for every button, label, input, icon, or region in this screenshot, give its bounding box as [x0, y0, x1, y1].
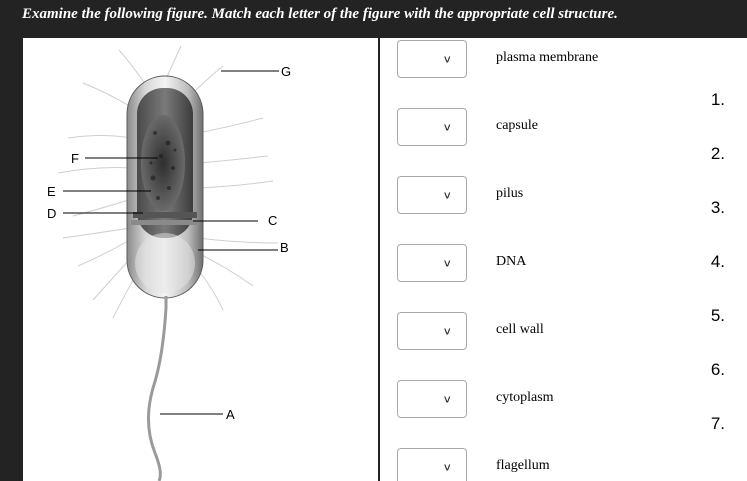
- term-label: cell wall: [496, 322, 544, 337]
- wall-band: [131, 220, 199, 225]
- item-number: 5.: [710, 306, 725, 325]
- item-number: 2.: [710, 144, 725, 163]
- label-G: G: [281, 64, 291, 79]
- term-label: pilus: [496, 186, 524, 201]
- answer-select[interactable]: ∨: [397, 176, 467, 214]
- match-row: ∨ flagellum: [380, 446, 680, 481]
- chevron-down-icon: ∨: [442, 53, 452, 66]
- bacterium-illustration: G F E D C B A: [47, 45, 291, 481]
- dna-shape: [141, 115, 185, 211]
- term-label: flagellum: [496, 458, 550, 473]
- match-row: ∨ pilus: [380, 174, 680, 242]
- chevron-down-icon: ∨: [442, 121, 452, 134]
- answer-select[interactable]: ∨: [397, 108, 467, 146]
- chevron-down-icon: ∨: [442, 189, 452, 202]
- label-E: E: [47, 184, 56, 199]
- instruction-text: Examine the following figure. Match each…: [22, 6, 618, 22]
- flagellum-shape: [146, 296, 168, 481]
- answer-select[interactable]: ∨: [397, 448, 467, 481]
- label-A: A: [226, 407, 235, 422]
- match-row: ∨ capsule: [380, 106, 680, 174]
- answer-select[interactable]: ∨: [397, 312, 467, 350]
- term-label: capsule: [496, 118, 538, 133]
- matching-panel: ∨ plasma membrane ∨ capsule ∨ pilus ∨ DN…: [380, 38, 747, 481]
- item-number: 6.: [710, 360, 725, 379]
- membrane-band: [133, 212, 197, 218]
- label-B: B: [280, 240, 289, 255]
- match-row: ∨ cytoplasm: [380, 378, 680, 446]
- chevron-down-icon: ∨: [442, 325, 452, 338]
- term-label: cytoplasm: [496, 390, 554, 405]
- answer-select[interactable]: ∨: [397, 40, 467, 78]
- item-number: 4.: [710, 252, 725, 271]
- label-D: D: [47, 206, 56, 221]
- term-label: plasma membrane: [496, 50, 599, 65]
- answer-select[interactable]: ∨: [397, 380, 467, 418]
- label-F: F: [71, 151, 79, 166]
- question-header: Examine the following figure. Match each…: [0, 0, 747, 38]
- match-row: ∨ DNA: [380, 242, 680, 310]
- leader-lines: [63, 70, 279, 415]
- answer-select[interactable]: ∨: [397, 244, 467, 282]
- chevron-down-icon: ∨: [442, 461, 452, 474]
- chevron-down-icon: ∨: [442, 257, 452, 270]
- cell-figure: G F E D C B A: [23, 38, 378, 481]
- term-label: DNA: [496, 254, 527, 269]
- item-number: 3.: [710, 198, 725, 217]
- label-C: C: [268, 213, 277, 228]
- item-number: 1.: [710, 90, 725, 109]
- match-row: ∨ plasma membrane: [380, 38, 680, 106]
- match-row: ∨ cell wall: [380, 310, 680, 378]
- item-number: 7.: [710, 414, 725, 433]
- chevron-down-icon: ∨: [442, 393, 452, 406]
